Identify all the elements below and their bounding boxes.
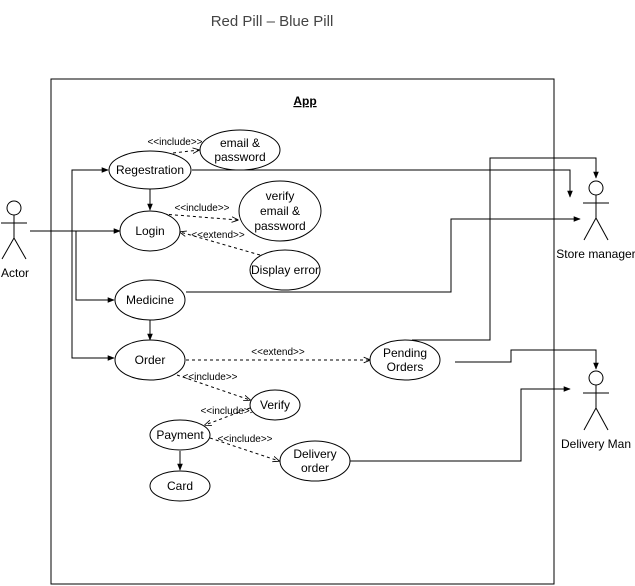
use-case-label: email & [220,136,260,150]
include-label-payment: <<include>> [217,434,272,445]
extend-label-login: <<extend>> [191,230,245,241]
diagram-title: Red Pill – Blue Pill [211,13,334,30]
use-case-delivery-order[interactable]: Delivery order [279,440,351,482]
system-name: App [293,94,316,108]
use-case-label: Delivery [293,447,336,461]
association-lines [30,157,599,471]
use-case-label: Regestration [116,163,184,177]
use-case-label: Display error [251,263,319,277]
use-case-label: Login [135,224,164,238]
use-case-card[interactable]: Card [149,470,211,502]
include-label-registration: <<include>> [147,137,202,148]
extend-label-order: <<extend>> [251,347,305,358]
delivery-man-figure-icon [583,370,609,431]
actor-label: Actor [1,266,29,280]
use-case-display-error[interactable]: Display error [249,249,321,291]
use-case-registration[interactable]: Regestration [108,150,192,190]
use-case-login[interactable]: Login [119,210,181,252]
use-case-label: order [301,461,329,475]
use-case-label: email & [260,204,300,218]
actor-figure-icon [1,200,27,260]
use-case-label: Medicine [126,293,174,307]
use-case-payment[interactable]: Payment [149,419,211,451]
use-case-order[interactable]: Order [114,339,186,381]
use-case-verify-email-password[interactable]: verify email & password [238,180,322,242]
include-label-verify: <<include>> [200,406,255,417]
use-case-email-password[interactable]: email & password [199,129,281,171]
include-label-order: <<include>> [182,372,237,383]
use-case-medicine[interactable]: Medicine [114,279,186,321]
use-case-label: Payment [156,428,204,442]
use-case-label: verify [266,189,295,203]
store-manager-figure-icon [583,180,609,241]
use-case-label: Verify [260,398,290,412]
system-boundary [50,78,555,585]
use-case-label: password [254,219,305,233]
include-label-login: <<include>> [174,203,229,214]
use-case-verify[interactable]: Verify [249,389,301,421]
dependency-lines [162,150,370,461]
use-case-label: Pending [383,346,427,360]
delivery-man-label: Delivery Man [561,437,631,451]
use-case-label: password [214,150,265,164]
use-case-label: Orders [387,360,424,374]
use-case-pending-orders[interactable]: Pending Orders [369,339,441,381]
store-manager-label: Store manager [556,247,635,261]
use-case-label: Order [135,353,166,367]
use-case-label: Card [167,479,193,493]
